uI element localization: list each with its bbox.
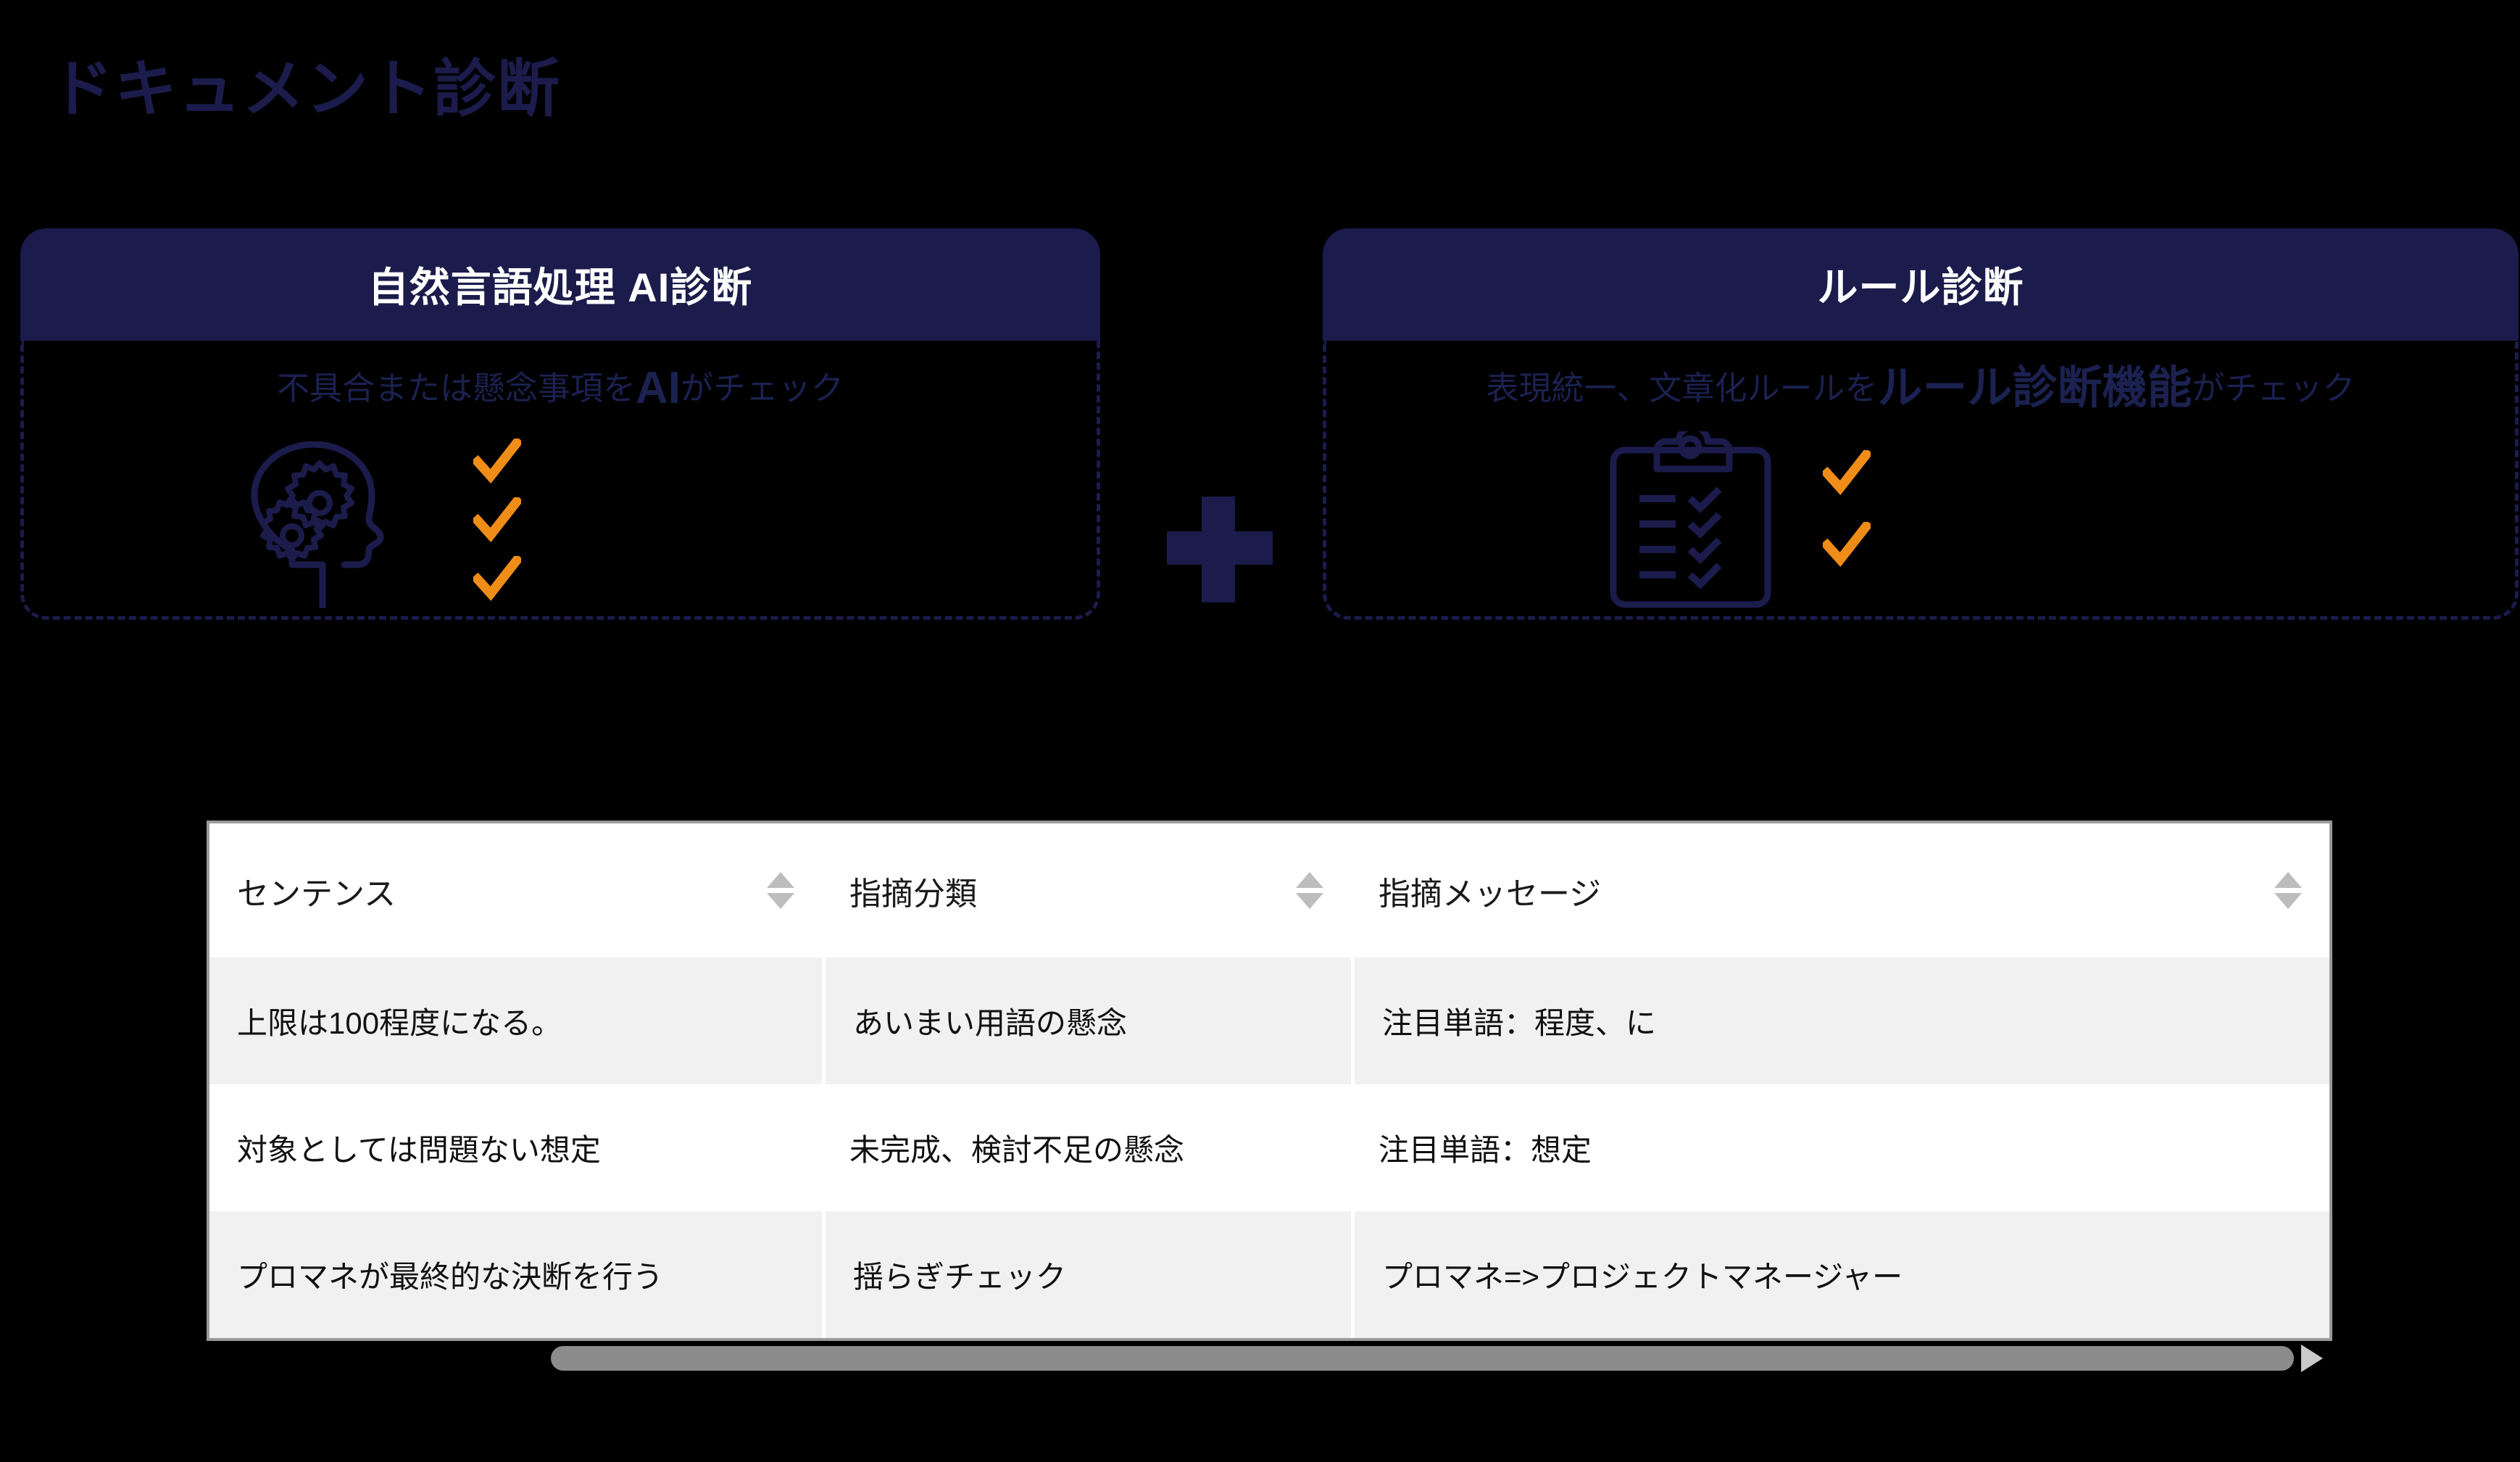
check-icon [1820, 519, 1874, 570]
column-header-category-label: 指摘分類 [849, 876, 977, 912]
card-title-right: ルール診断 [1817, 265, 2024, 310]
card-rule-diagnosis: ルール診断 表現統一、文章化ルールをルール診断機能がチェック [1323, 228, 2519, 620]
caption-right-emphasis: ルール診断機能 [1877, 363, 2192, 413]
check-icon [470, 436, 524, 487]
caption-left-emphasis: AI [636, 363, 681, 413]
caption-left-after: がチェック [681, 370, 844, 407]
card-body-right: 表現統一、文章化ルールをルール診断機能がチェック [1323, 341, 2519, 620]
caption-left-before: 不具合または懸念事項を [276, 370, 636, 407]
check-icon [1820, 447, 1874, 499]
cell-category: 未完成、検討不足の懸念 [822, 1084, 1351, 1211]
cell-sentence: 対象としては問題ない想定 [209, 1084, 822, 1211]
cell-message: 注目単語：程度、に [1351, 958, 2329, 1084]
check-icon [470, 494, 524, 546]
table-row[interactable]: 対象としては問題ない想定 未完成、検討不足の懸念 注目単語：想定 [209, 1084, 2329, 1211]
check-list-right [1820, 447, 1874, 594]
cell-sentence: プロマネが最終的な決断を行う [209, 1211, 822, 1338]
sort-icon[interactable] [1296, 872, 1323, 909]
caption-right-after: がチェック [2192, 370, 2355, 407]
clipboard-checklist-icon [1609, 423, 1772, 612]
card-nlp-ai-diagnosis: 自然言語処理 AI診断 不具合または懸念事項をAIがチェック [20, 228, 1100, 620]
cell-message: 注目単語：想定 [1351, 1084, 2329, 1211]
horizontal-scrollbar[interactable] [551, 1345, 2323, 1372]
card-body-left: 不具合または懸念事項をAIがチェック [20, 341, 1100, 620]
right-arrow-icon[interactable] [2301, 1345, 2323, 1372]
card-caption-left: 不具合または懸念事項をAIがチェック [24, 366, 1097, 411]
card-visual-left [241, 436, 524, 615]
page-title: ドキュメント診断 [51, 54, 561, 124]
card-caption-right: 表現統一、文章化ルールをルール診断機能がチェック [1326, 366, 2515, 411]
card-title-left: 自然言語処理 AI診断 [367, 265, 753, 310]
column-header-sentence-label: センテンス [237, 876, 396, 912]
diagnosis-results-table: センテンス 指摘分類 指摘メッセージ 上限は100程度になる。 あいまい用語の懸… [207, 821, 2332, 1341]
sort-icon[interactable] [2274, 872, 2302, 909]
card-header-right: ルール診断 [1323, 228, 2519, 341]
check-icon [470, 553, 524, 605]
plus-icon [1167, 497, 1273, 602]
column-header-message-label: 指摘メッセージ [1378, 876, 1602, 912]
column-header-message[interactable]: 指摘メッセージ [1351, 823, 2329, 958]
column-header-sentence[interactable]: センテンス [209, 823, 822, 958]
cell-sentence: 上限は100程度になる。 [209, 958, 822, 1084]
check-list-left [470, 436, 524, 615]
column-header-category[interactable]: 指摘分類 [822, 823, 1351, 958]
scrollbar-thumb[interactable] [551, 1346, 2294, 1371]
cell-category: 揺らぎチェック [822, 1211, 1351, 1338]
table-header-row: センテンス 指摘分類 指摘メッセージ [209, 823, 2329, 958]
card-visual-right [1609, 423, 1874, 612]
table-row[interactable]: プロマネが最終的な決断を行う 揺らぎチェック プロマネ=>プロジェクトマネージャ… [209, 1211, 2329, 1338]
card-header-left: 自然言語処理 AI診断 [20, 228, 1100, 341]
sort-icon[interactable] [767, 872, 794, 909]
cell-category: あいまい用語の懸念 [822, 958, 1351, 1084]
caption-right-before: 表現統一、文章化ルールを [1486, 370, 1878, 407]
brain-gears-icon [241, 441, 423, 612]
table-row[interactable]: 上限は100程度になる。 あいまい用語の懸念 注目単語：程度、に [209, 958, 2329, 1084]
cell-message: プロマネ=>プロジェクトマネージャー [1351, 1211, 2329, 1338]
